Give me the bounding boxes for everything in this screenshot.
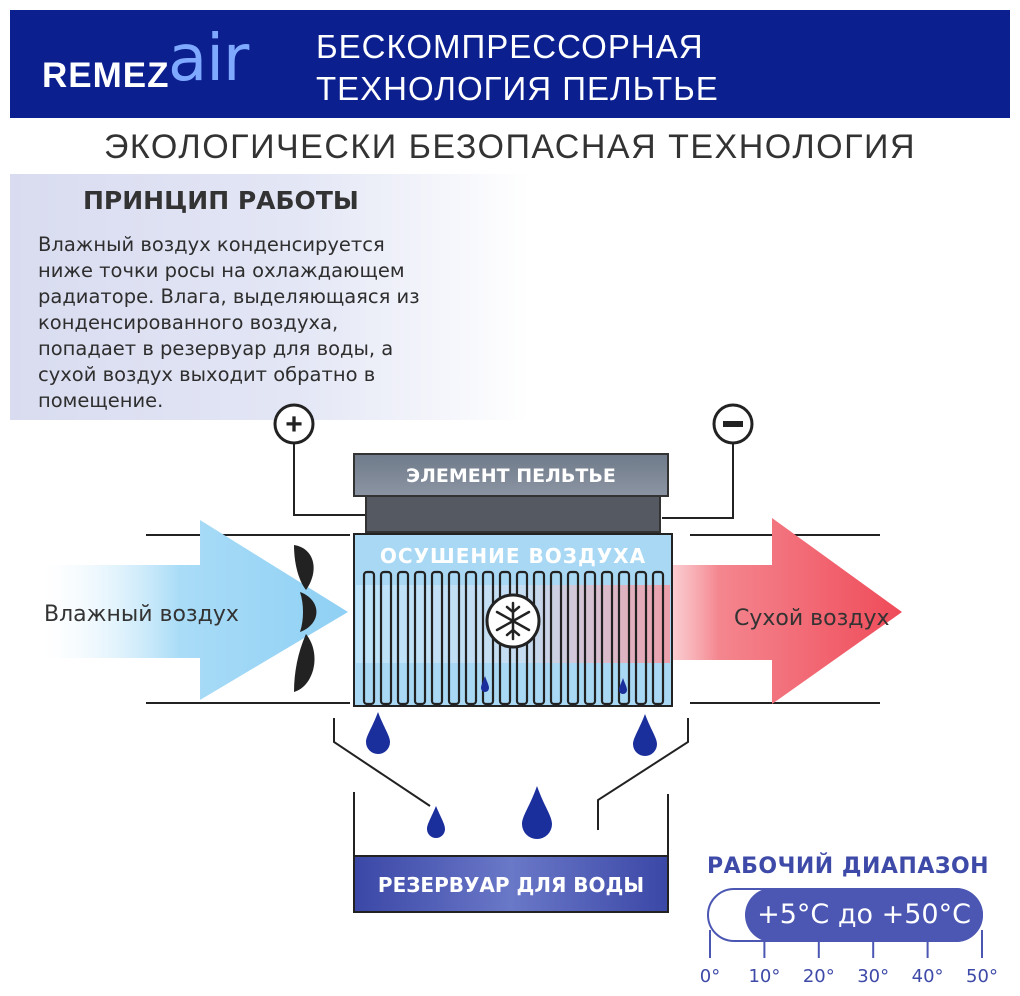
radiator-fin <box>651 570 665 706</box>
radiator-fin <box>549 570 563 706</box>
range-tick-label: 40° <box>911 966 944 987</box>
radiator-fins <box>362 570 665 706</box>
snowflake-rays <box>495 601 531 641</box>
principle-line: попадает в резервуар для воды, а <box>38 337 394 360</box>
range-tick-label: 0° <box>699 966 721 987</box>
logo-air-text: air <box>168 22 249 96</box>
range-title: РАБОЧИЙ ДИАПАЗОН <box>707 854 990 879</box>
radiator-fin <box>413 570 427 706</box>
funnel-right <box>597 718 689 830</box>
header-title: БЕСКОМПРЕССОРНАЯ ТЕХНОЛОГИЯ ПЕЛЬТЬЕ <box>316 26 719 110</box>
radiator-fin <box>600 570 614 706</box>
reservoir-label: РЕЗЕРВУАР ДЛЯ ВОДЫ <box>378 873 644 897</box>
range-fill <box>745 888 983 942</box>
principle-line: конденсированного воздуха, <box>38 311 339 334</box>
header-title-line-1: БЕСКОМПРЕССОРНАЯ <box>316 28 704 65</box>
principle-description: Влажный воздух конденсируется ниже точки… <box>38 232 508 414</box>
peltier-plate <box>365 495 661 533</box>
radiator-fin <box>362 570 376 706</box>
funnel-left <box>333 718 431 807</box>
range-value: +5°C до +50°C <box>757 899 971 930</box>
radiator-fin <box>566 570 580 706</box>
header-banner <box>10 10 1010 118</box>
principle-line: сухой воздух выходит обратно в <box>38 363 376 386</box>
range-tick-label: 20° <box>802 966 835 987</box>
plus-wire <box>293 440 366 516</box>
fan-icon <box>294 545 317 692</box>
wet-air-label: Влажный воздух <box>44 602 239 627</box>
dry-air-arrow <box>640 518 902 704</box>
page-subtitle: ЭКОЛОГИЧЕСКИ БЕЗОПАСНАЯ ТЕХНОЛОГИЯ <box>103 128 916 166</box>
range-tick-label: 10° <box>748 966 781 987</box>
principle-line: радиаторе. Влага, выделяющаяся из <box>38 285 420 308</box>
radiator-fin <box>396 570 410 706</box>
radiator-fin <box>464 570 478 706</box>
water-drop-icon <box>366 676 657 839</box>
radiator-fin <box>447 570 461 706</box>
range-tick-label: 30° <box>857 966 890 987</box>
radiator-fin <box>617 570 631 706</box>
principle-panel <box>10 174 530 420</box>
logo-remez-text: REMEZ <box>42 56 170 95</box>
peltier-element <box>353 453 669 497</box>
plus-sign: + <box>285 408 303 441</box>
wet-air-arrow <box>42 520 348 700</box>
principle-title: ПРИНЦИП РАБОТЫ <box>83 186 359 215</box>
radiator-fin <box>634 570 648 706</box>
principle-line: ниже точки росы на охлаждающем <box>38 259 405 282</box>
drying-label: ОСУШЕНИЕ ВОЗДУХА <box>380 544 646 568</box>
radiator-fin <box>379 570 393 706</box>
principle-line: помещение. <box>38 389 164 412</box>
peltier-label: ЭЛЕМЕНТ ПЕЛЬТЬЕ <box>406 465 616 487</box>
minus-sign-icon <box>723 421 743 427</box>
plus-terminal-icon <box>273 403 315 445</box>
radiator-fin <box>430 570 444 706</box>
principle-line: Влажный воздух конденсируется <box>38 233 385 256</box>
reservoir-water <box>353 855 669 913</box>
header-title-line-2: ТЕХНОЛОГИЯ ПЕЛЬТЬЕ <box>316 70 719 107</box>
radiator-fin <box>583 570 597 706</box>
minus-wire <box>662 440 734 519</box>
range-tick-label: 50° <box>966 966 998 987</box>
dry-air-label: Сухой воздух <box>734 606 890 631</box>
reservoir-walls <box>353 792 669 857</box>
